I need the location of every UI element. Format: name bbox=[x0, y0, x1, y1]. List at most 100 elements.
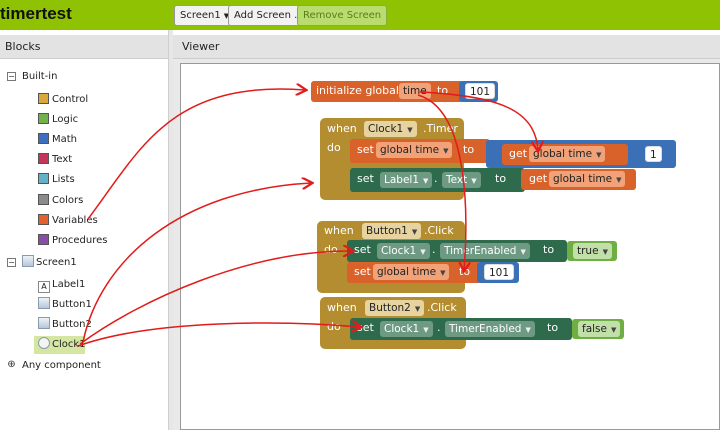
logic-true-block[interactable]: true▼ bbox=[567, 241, 617, 261]
chevron-down-icon: ▼ bbox=[520, 248, 526, 256]
builtin-item-label: Text bbox=[52, 154, 73, 165]
blocks-header: Blocks bbox=[0, 35, 168, 59]
set-global-block[interactable]: set global time▼ to bbox=[347, 262, 481, 283]
boolean-dropdown[interactable]: false▼ bbox=[578, 321, 621, 337]
top-bar: timertest Screen1▼ Add Screen ... Remove… bbox=[0, 0, 720, 30]
set-clock-timerenabled-block[interactable]: set Clock1▼ . TimerEnabled▼ to bbox=[347, 240, 567, 262]
number-field[interactable]: 1 bbox=[645, 146, 662, 162]
chevron-down-icon: ▼ bbox=[420, 248, 426, 256]
chevron-down-icon: ▼ bbox=[414, 305, 421, 313]
builtin-item-text[interactable]: Text bbox=[38, 151, 72, 169]
chevron-down-icon: ▼ bbox=[616, 176, 622, 184]
to-keyword: to bbox=[495, 172, 507, 185]
global-var-name-field[interactable]: time bbox=[399, 83, 431, 99]
screen1-label: Screen1 bbox=[36, 257, 77, 268]
builtin-group[interactable]: −Built-in bbox=[7, 68, 57, 86]
component-dropdown[interactable]: Button1▼ bbox=[362, 223, 422, 239]
when-keyword: when bbox=[324, 224, 354, 237]
number-block[interactable]: 1 bbox=[640, 145, 668, 164]
initialize-global-keyword: initialize global bbox=[316, 84, 399, 97]
property-name-text: TimerEnabled bbox=[444, 245, 517, 257]
screen1-group[interactable]: − Screen1 bbox=[7, 254, 77, 272]
collapse-icon[interactable]: − bbox=[7, 71, 16, 81]
global-var-dropdown[interactable]: global time▼ bbox=[529, 146, 606, 162]
builtin-item-variables[interactable]: Variables bbox=[38, 212, 98, 230]
builtin-item-logic[interactable]: Logic bbox=[38, 111, 78, 129]
app-title: timertest bbox=[0, 4, 72, 23]
builtin-item-control[interactable]: Control bbox=[38, 91, 88, 109]
remove-screen-button[interactable]: Remove Screen bbox=[297, 5, 388, 26]
to-keyword: to bbox=[463, 143, 475, 156]
component-button2[interactable]: Button2 bbox=[38, 316, 92, 334]
variables-swatch-icon bbox=[38, 214, 49, 225]
set-label-text-block[interactable]: set Label1▼ . Text▼ to bbox=[350, 168, 525, 192]
math-swatch-icon bbox=[38, 133, 49, 144]
logic-swatch-icon bbox=[38, 113, 49, 124]
component-label: Label1 bbox=[52, 279, 86, 290]
initialize-global-block[interactable]: initialize global time to bbox=[311, 81, 463, 102]
builtin-item-math[interactable]: Math bbox=[38, 131, 77, 149]
screen-selector[interactable]: Screen1▼ bbox=[174, 5, 236, 26]
get-global-block[interactable]: get global time▼ bbox=[521, 169, 636, 190]
to-keyword: to bbox=[437, 84, 449, 97]
property-dropdown[interactable]: TimerEnabled▼ bbox=[440, 243, 530, 259]
component-dropdown[interactable]: Label1▼ bbox=[380, 172, 433, 188]
builtin-item-label: Control bbox=[52, 94, 89, 105]
number-field[interactable]: 101 bbox=[484, 264, 515, 280]
property-name-text: Text bbox=[446, 174, 468, 186]
global-var-dropdown[interactable]: global time▼ bbox=[549, 171, 626, 187]
component-dropdown[interactable]: Clock1▼ bbox=[380, 321, 433, 337]
lists-swatch-icon bbox=[38, 173, 49, 184]
number-field[interactable]: 101 bbox=[465, 83, 496, 99]
chevron-down-icon: ▼ bbox=[423, 326, 429, 334]
logic-false-block[interactable]: false▼ bbox=[572, 319, 624, 339]
var-name-text: global time bbox=[377, 266, 437, 278]
expand-icon[interactable]: ⊕ bbox=[7, 358, 16, 370]
event-name: .Click bbox=[424, 224, 454, 237]
set-clock-timerenabled-block[interactable]: set Clock1▼ . TimerEnabled▼ to bbox=[350, 318, 572, 340]
component-clock1[interactable]: Clock1 bbox=[34, 336, 86, 354]
colors-swatch-icon bbox=[38, 194, 49, 205]
component-dropdown[interactable]: Clock1▼ bbox=[364, 121, 417, 137]
global-var-dropdown[interactable]: global time▼ bbox=[373, 264, 450, 280]
control-swatch-icon bbox=[38, 93, 49, 104]
builtin-item-procedures[interactable]: Procedures bbox=[38, 232, 107, 250]
builtin-item-colors[interactable]: Colors bbox=[38, 192, 83, 210]
do-keyword: do bbox=[324, 243, 338, 256]
when-keyword: when bbox=[327, 301, 357, 314]
component-name-text: Label1 bbox=[384, 174, 420, 186]
any-component-group[interactable]: ⊕ Any component bbox=[7, 357, 101, 375]
to-keyword: to bbox=[543, 243, 555, 256]
to-keyword: to bbox=[459, 265, 471, 278]
dot-separator: . bbox=[432, 243, 436, 256]
procedures-swatch-icon bbox=[38, 234, 49, 245]
set-global-block[interactable]: set global time▼ to bbox=[350, 139, 490, 163]
component-name-text: Button2 bbox=[369, 302, 411, 314]
property-dropdown[interactable]: Text▼ bbox=[442, 172, 481, 188]
property-dropdown[interactable]: TimerEnabled▼ bbox=[445, 321, 535, 337]
collapse-icon[interactable]: − bbox=[7, 257, 16, 267]
var-name-text: global time bbox=[533, 148, 593, 160]
component-button1[interactable]: Button1 bbox=[38, 296, 92, 314]
builtin-item-label: Variables bbox=[52, 215, 98, 226]
set-keyword: set bbox=[357, 143, 374, 156]
get-global-block[interactable]: get global time▼ bbox=[502, 144, 628, 165]
builtin-item-label: Logic bbox=[52, 114, 79, 125]
global-var-dropdown[interactable]: global time▼ bbox=[376, 142, 453, 158]
builtin-label: Built-in bbox=[22, 71, 58, 82]
blocks-panel: Blocks −Built-in Control Logic Math Text… bbox=[0, 35, 168, 430]
set-keyword: set bbox=[354, 243, 371, 256]
component-dropdown[interactable]: Button2▼ bbox=[365, 300, 425, 316]
number-block[interactable]: 101 bbox=[459, 81, 498, 102]
text-swatch-icon bbox=[38, 153, 49, 164]
number-block[interactable]: 101 bbox=[477, 262, 519, 283]
builtin-item-label: Colors bbox=[52, 195, 84, 206]
button-icon bbox=[38, 297, 50, 309]
chevron-down-icon: ▼ bbox=[525, 326, 531, 334]
builtin-item-lists[interactable]: Lists bbox=[38, 171, 75, 189]
chevron-down-icon: ▼ bbox=[443, 147, 449, 155]
component-dropdown[interactable]: Clock1▼ bbox=[377, 243, 430, 259]
boolean-dropdown[interactable]: true▼ bbox=[573, 243, 612, 259]
any-component-label: Any component bbox=[22, 360, 101, 371]
